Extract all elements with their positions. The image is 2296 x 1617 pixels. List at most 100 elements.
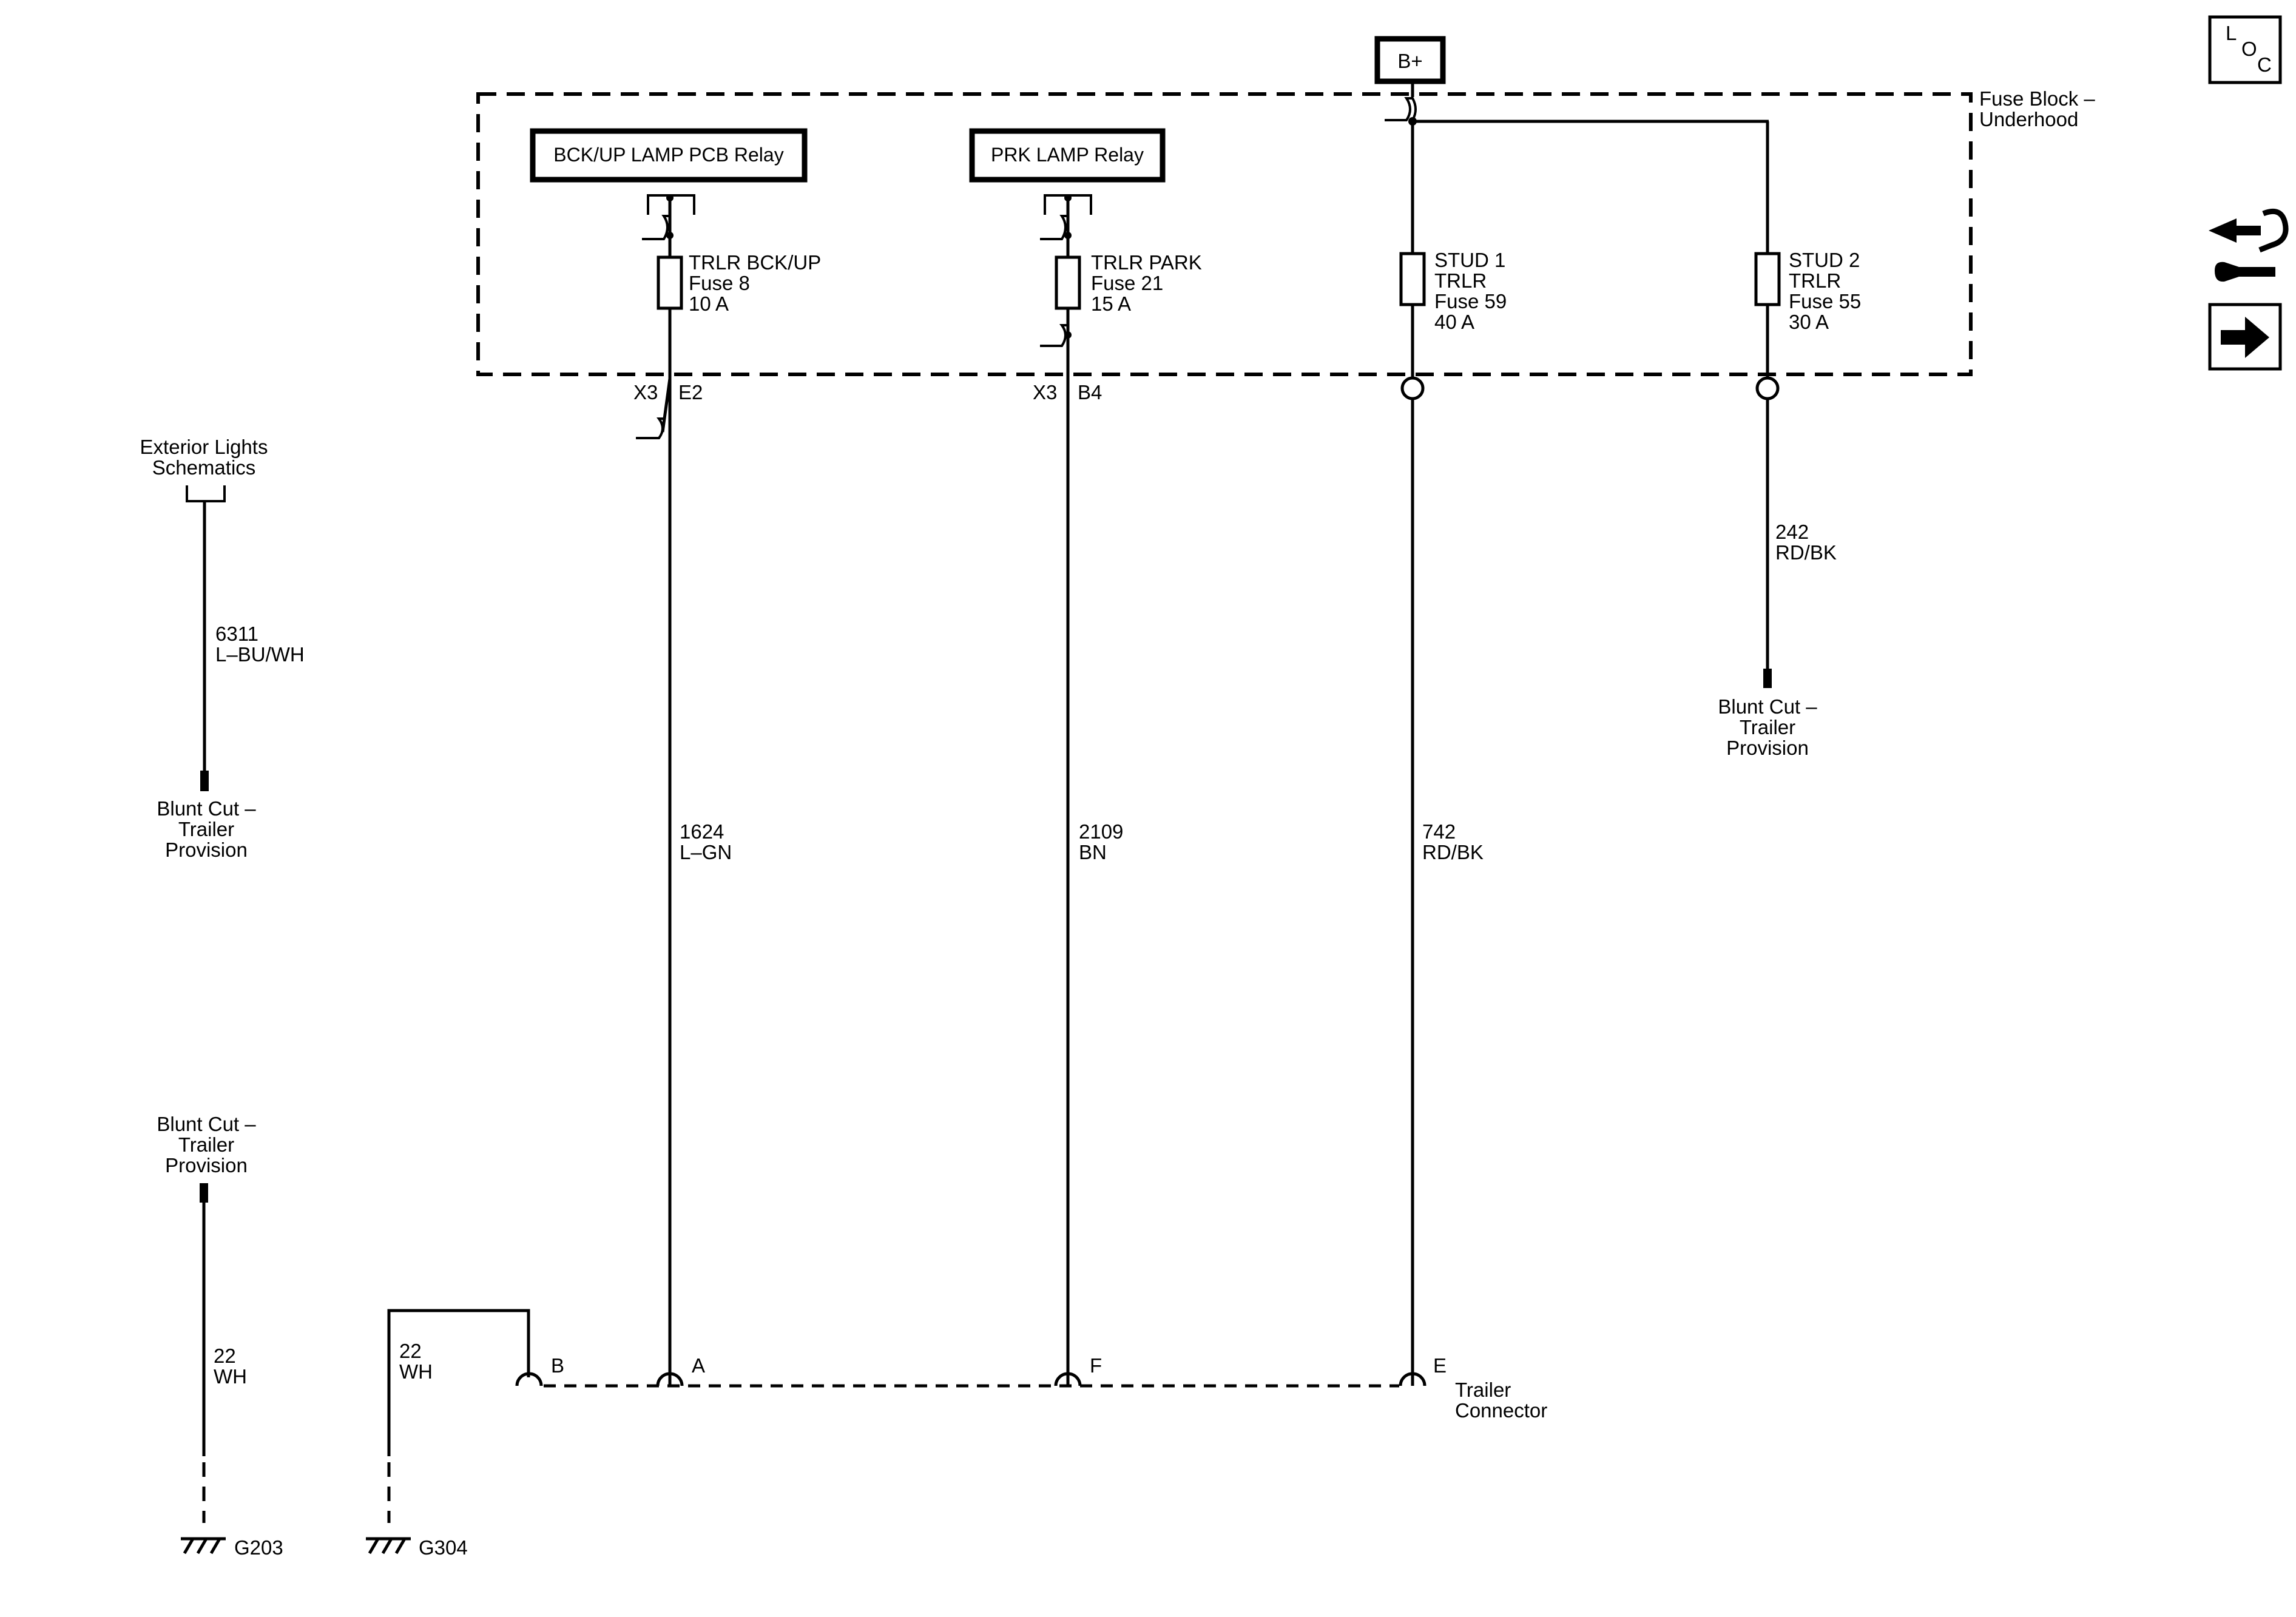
fuse-stud2-line2: TRLR [1789, 269, 1841, 292]
ground-g203-icon [181, 1537, 226, 1555]
fuse-trlr-park-line1: TRLR PARK [1091, 251, 1202, 274]
wire-6311-color: L–BU/WH [215, 643, 305, 666]
fuse-block-outline [476, 92, 1973, 376]
service-tools-icon[interactable] [2209, 209, 2289, 282]
trailer-pin-e-icon [1399, 1372, 1427, 1386]
battery-positive-box [1374, 36, 1446, 84]
bckup-splice-dot [666, 232, 674, 239]
ground-g304-icon [366, 1537, 411, 1555]
blunt-cut-stud2-line2: Trailer [1740, 716, 1795, 738]
wire-742-circuit: 742 [1422, 820, 1456, 843]
blunt-cut-6311-line2: Trailer [178, 818, 234, 840]
blunt-cut-g203-line2: Trailer [178, 1133, 234, 1156]
fuse-stud2-line1: STUD 2 [1789, 249, 1860, 271]
fuse-block-pin-bckup: E2 [678, 381, 703, 403]
exterior-lights-reference-bracket-icon [186, 485, 226, 502]
side-icons[interactable]: L O C [2208, 15, 2289, 371]
stud2-stud-terminal-icon [1755, 376, 1780, 400]
fuse-block-pin-park: B4 [1078, 381, 1102, 403]
inline-connector-break-icon [636, 417, 665, 439]
wire-22-g304 [387, 1309, 530, 1456]
branch-trlr-park: TRLR PARK Fuse 21 15 A X3 B4 2109 BN [1033, 194, 1202, 1386]
b-plus-feed-break-icon [1385, 97, 1417, 121]
bckup-lamp-pcb-relay-label: BCK/UP LAMP PCB Relay [553, 144, 783, 166]
loc-icon-letter-l: L [2226, 22, 2237, 44]
loc-icon-letter-c: C [2257, 53, 2272, 76]
battery-positive-label: B+ [1397, 50, 1422, 72]
trailer-connector-name-line1: Trailer [1455, 1379, 1511, 1401]
fuse-block-name-line2: Underhood [1979, 108, 2078, 130]
blunt-cut-stud2-line3: Provision [1726, 737, 1809, 759]
wire-242-color: RD/BK [1775, 541, 1837, 564]
branch-trlr-bckup: TRLR BCK/UP Fuse 8 10 A X3 E2 1624 L–GN [633, 194, 821, 1386]
prk-lamp-relay [969, 128, 1166, 183]
exterior-lights-ref-line1: Exterior Lights [140, 436, 268, 458]
trailer-connector: B A F E Trailer Connector [515, 1354, 1547, 1422]
park-splice-dot [1064, 232, 1072, 239]
loc-icon-letter-o: O [2241, 38, 2257, 60]
fuse-stud1-line2: TRLR [1434, 269, 1487, 292]
fuse-trlr-park-line3: 15 A [1091, 292, 1131, 315]
ground-g304-label: G304 [419, 1536, 468, 1559]
wire-22a-circuit: 22 [214, 1345, 236, 1367]
fuse-stud1-line1: STUD 1 [1434, 249, 1505, 271]
fuse-block-connector-park: X3 [1033, 381, 1057, 403]
fuse-stud1-line4: 40 A [1434, 311, 1474, 333]
wire-22b-color: WH [399, 1360, 433, 1383]
blunt-cut-6311-line1: Blunt Cut – [157, 797, 256, 820]
fuse-stud2-icon [1754, 252, 1781, 306]
blunt-cut-end-g203 [200, 1183, 208, 1203]
fuse-trlr-bckup-line1: TRLR BCK/UP [689, 251, 821, 274]
fuse-block-connector-bckup: X3 [633, 381, 658, 403]
park-lower-connector-break-icon [1040, 324, 1068, 347]
trailer-pin-f-label: F [1090, 1354, 1102, 1377]
ground-g203-label: G203 [234, 1536, 283, 1559]
trailer-pin-a-icon [656, 1372, 684, 1386]
branch-g304: 22 WH G304 [366, 1309, 530, 1559]
fuse-trlr-bckup-icon [657, 255, 683, 310]
wire-2109-color: BN [1079, 841, 1107, 863]
next-arrow-icon[interactable] [2208, 303, 2282, 371]
branch-stud2: STUD 2 TRLR Fuse 55 30 A 242 RD/BK Blunt… [1718, 121, 1861, 759]
wire-2109-circuit: 2109 [1079, 820, 1123, 843]
blunt-cut-end-6311 [200, 771, 209, 791]
blunt-cut-g203-line1: Blunt Cut – [157, 1113, 256, 1135]
trailer-pin-b-label: B [551, 1354, 564, 1377]
wire-742-color: RD/BK [1422, 841, 1484, 863]
park-connector-break-icon [1040, 215, 1068, 240]
wire-22a-color: WH [214, 1365, 247, 1388]
blunt-cut-end-stud2 [1763, 669, 1772, 688]
trailer-pin-e-label: E [1433, 1354, 1447, 1377]
blunt-cut-6311-line3: Provision [165, 839, 248, 861]
branch-exterior-lights: Exterior Lights Schematics 6311 L–BU/WH … [140, 436, 305, 861]
fuse-stud1-icon [1399, 252, 1426, 306]
fuse-stud2-line4: 30 A [1789, 311, 1829, 333]
bckup-connector-wire [661, 378, 672, 1386]
loc-icon[interactable]: L O C [2208, 15, 2282, 84]
wire-242-circuit: 242 [1775, 521, 1809, 543]
wire-1624-color: L–GN [680, 841, 732, 863]
blunt-cut-stud2-line1: Blunt Cut – [1718, 695, 1817, 718]
exterior-lights-ref-line2: Schematics [152, 456, 256, 479]
fuse-trlr-park-line2: Fuse 21 [1091, 272, 1163, 294]
fuse-stud2-line3: Fuse 55 [1789, 290, 1861, 312]
fuse-trlr-park-icon [1055, 255, 1081, 310]
fuse-stud1-line3: Fuse 59 [1434, 290, 1507, 312]
park-lower-splice-dot [1064, 331, 1072, 339]
bckup-lamp-pcb-relay [530, 128, 808, 183]
bckup-connector-break-icon [642, 215, 670, 240]
blunt-cut-g203-line3: Provision [165, 1154, 248, 1176]
branch-stud1: STUD 1 TRLR Fuse 59 40 A 742 RD/BK [1399, 121, 1507, 1386]
fuse-block-name-line1: Fuse Block – [1979, 87, 2095, 110]
trailer-pin-b-icon [515, 1372, 543, 1386]
trailer-pin-a-label: A [692, 1354, 705, 1377]
wire-1624-circuit: 1624 [680, 820, 724, 843]
trailer-pin-f-icon [1054, 1372, 1082, 1386]
wire-22b-circuit: 22 [399, 1340, 422, 1362]
wire-6311-circuit: 6311 [215, 623, 258, 645]
trailer-connector-name-line2: Connector [1455, 1399, 1547, 1422]
fuse-trlr-bckup-line2: Fuse 8 [689, 272, 750, 294]
prk-lamp-relay-label: PRK LAMP Relay [991, 144, 1144, 166]
branch-g203: Blunt Cut – Trailer Provision 22 WH G203 [157, 1113, 283, 1559]
